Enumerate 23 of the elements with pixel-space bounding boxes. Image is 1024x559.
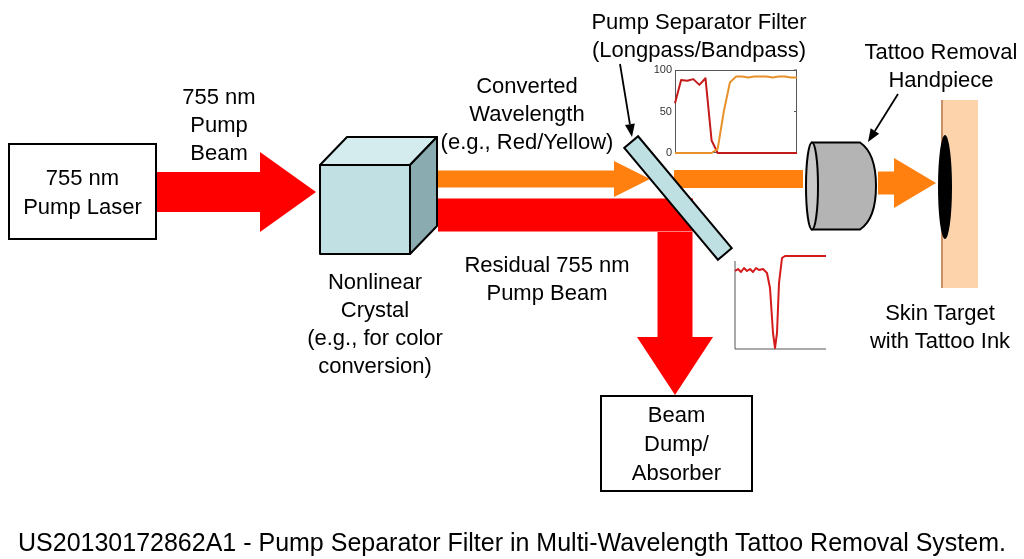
beam-label: 755 nm Pump Beam — [182, 83, 256, 167]
leader-arrow — [619, 63, 635, 138]
beam-line — [674, 170, 803, 188]
component-box: Beam Dump/ Absorber — [600, 395, 753, 492]
component-box: 755 nm Pump Laser — [8, 143, 157, 240]
crystal-cube — [316, 136, 438, 256]
beam-arrow — [157, 152, 316, 232]
tick-label: 50 — [659, 104, 672, 118]
callout-label: Tattoo Removal Handpiece — [864, 38, 1018, 94]
leader-arrow — [868, 93, 899, 143]
beam-label: Converted Wavelength (e.g., Red/Yellow) — [440, 72, 614, 156]
component-label: Nonlinear Crystal (e.g., for color conversion) — [307, 268, 443, 380]
handpiece-cylinder — [803, 141, 878, 231]
tick-label: 100 — [653, 63, 672, 76]
beam-arrow — [878, 158, 936, 208]
skin-target — [936, 99, 980, 289]
beam-arrow — [438, 161, 650, 197]
beam-label: Residual 755 nm Pump Beam — [464, 251, 630, 307]
callout-label: Pump Separator Filter (Longpass/Bandpass) — [591, 8, 807, 64]
component-label: Skin Target with Tattoo Ink — [869, 299, 1011, 355]
figure-caption: US20130172862A1 - Pump Separator Filter in Multi-Wavelength Tattoo Removal System. — [18, 527, 1006, 558]
beam-arrow — [637, 232, 713, 395]
tick-label: 0 — [665, 146, 672, 159]
